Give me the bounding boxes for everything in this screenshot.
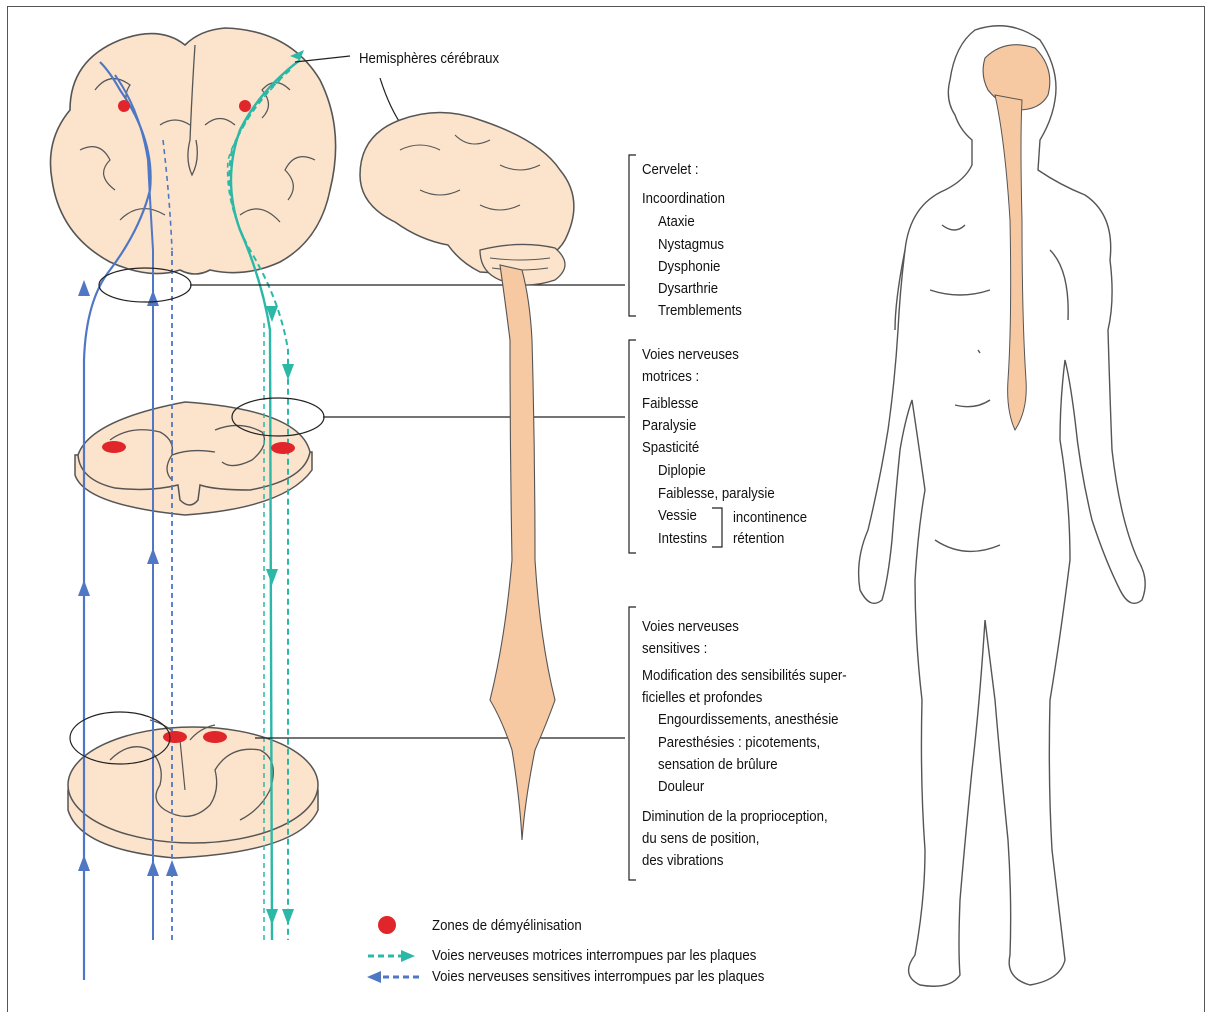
symptom-item: sensation de brûlure <box>658 756 778 774</box>
diminution-line-1: Diminution de la proprioception, <box>642 808 828 826</box>
symptom-item: Incoordination <box>642 190 725 208</box>
diminution-line-3: des vibrations <box>642 852 723 870</box>
symptom-item: Paralysie <box>642 417 696 435</box>
legend-motor-label: Voies nerveuses motrices interrompues pa… <box>432 947 756 965</box>
symptom-item: Ataxie <box>658 213 695 231</box>
symptom-item: Dysphonie <box>658 258 720 276</box>
legend-sensory-label: Voies nerveuses sensitives interrompues … <box>432 968 764 986</box>
diminution-line-2: du sens de position, <box>642 830 759 848</box>
spinal-section-middle <box>75 402 312 515</box>
spinal-section-lower <box>68 720 318 858</box>
brain-lateral-view <box>360 113 574 841</box>
hemispheres-label: Hemisphères cérébraux <box>359 50 499 68</box>
motrices-heading-2: motrices : <box>642 368 699 386</box>
legend-plaque-dot <box>378 916 396 934</box>
modification-line-1: Modification des sensibilités super- <box>642 667 847 685</box>
sensitives-heading-2: sensitives : <box>642 640 707 658</box>
human-figure <box>859 26 1146 986</box>
legend-symbols <box>367 916 420 983</box>
motrices-heading-1: Voies nerveuses <box>642 346 739 364</box>
symptom-item: Nystagmus <box>658 236 724 254</box>
intestins-label: Intestins <box>658 530 707 548</box>
legend-demyelination-label: Zones de démyélinisation <box>432 917 582 935</box>
sensitives-heading-1: Voies nerveuses <box>642 618 739 636</box>
modification-line-2: ficielles et profondes <box>642 689 762 707</box>
symptom-item: Engourdissements, anesthésie <box>658 711 839 729</box>
symptom-item: Faiblesse <box>642 395 698 413</box>
symptom-item: Diplopie <box>658 462 706 480</box>
symptom-item: Faiblesse, paralysie <box>658 485 775 503</box>
symptom-item: Spasticité <box>642 439 699 457</box>
human-brain-and-cord <box>983 45 1050 430</box>
symptom-item: Tremblements <box>658 302 742 320</box>
retention-label: rétention <box>733 530 784 548</box>
symptom-item: Dysarthrie <box>658 280 718 298</box>
vessie-label: Vessie <box>658 507 697 525</box>
incontinence-label: incontinence <box>733 509 807 527</box>
symptom-item: Paresthésies : picotements, <box>658 734 820 752</box>
cervelet-heading: Cervelet : <box>642 161 698 179</box>
symptom-item: Douleur <box>658 778 704 796</box>
